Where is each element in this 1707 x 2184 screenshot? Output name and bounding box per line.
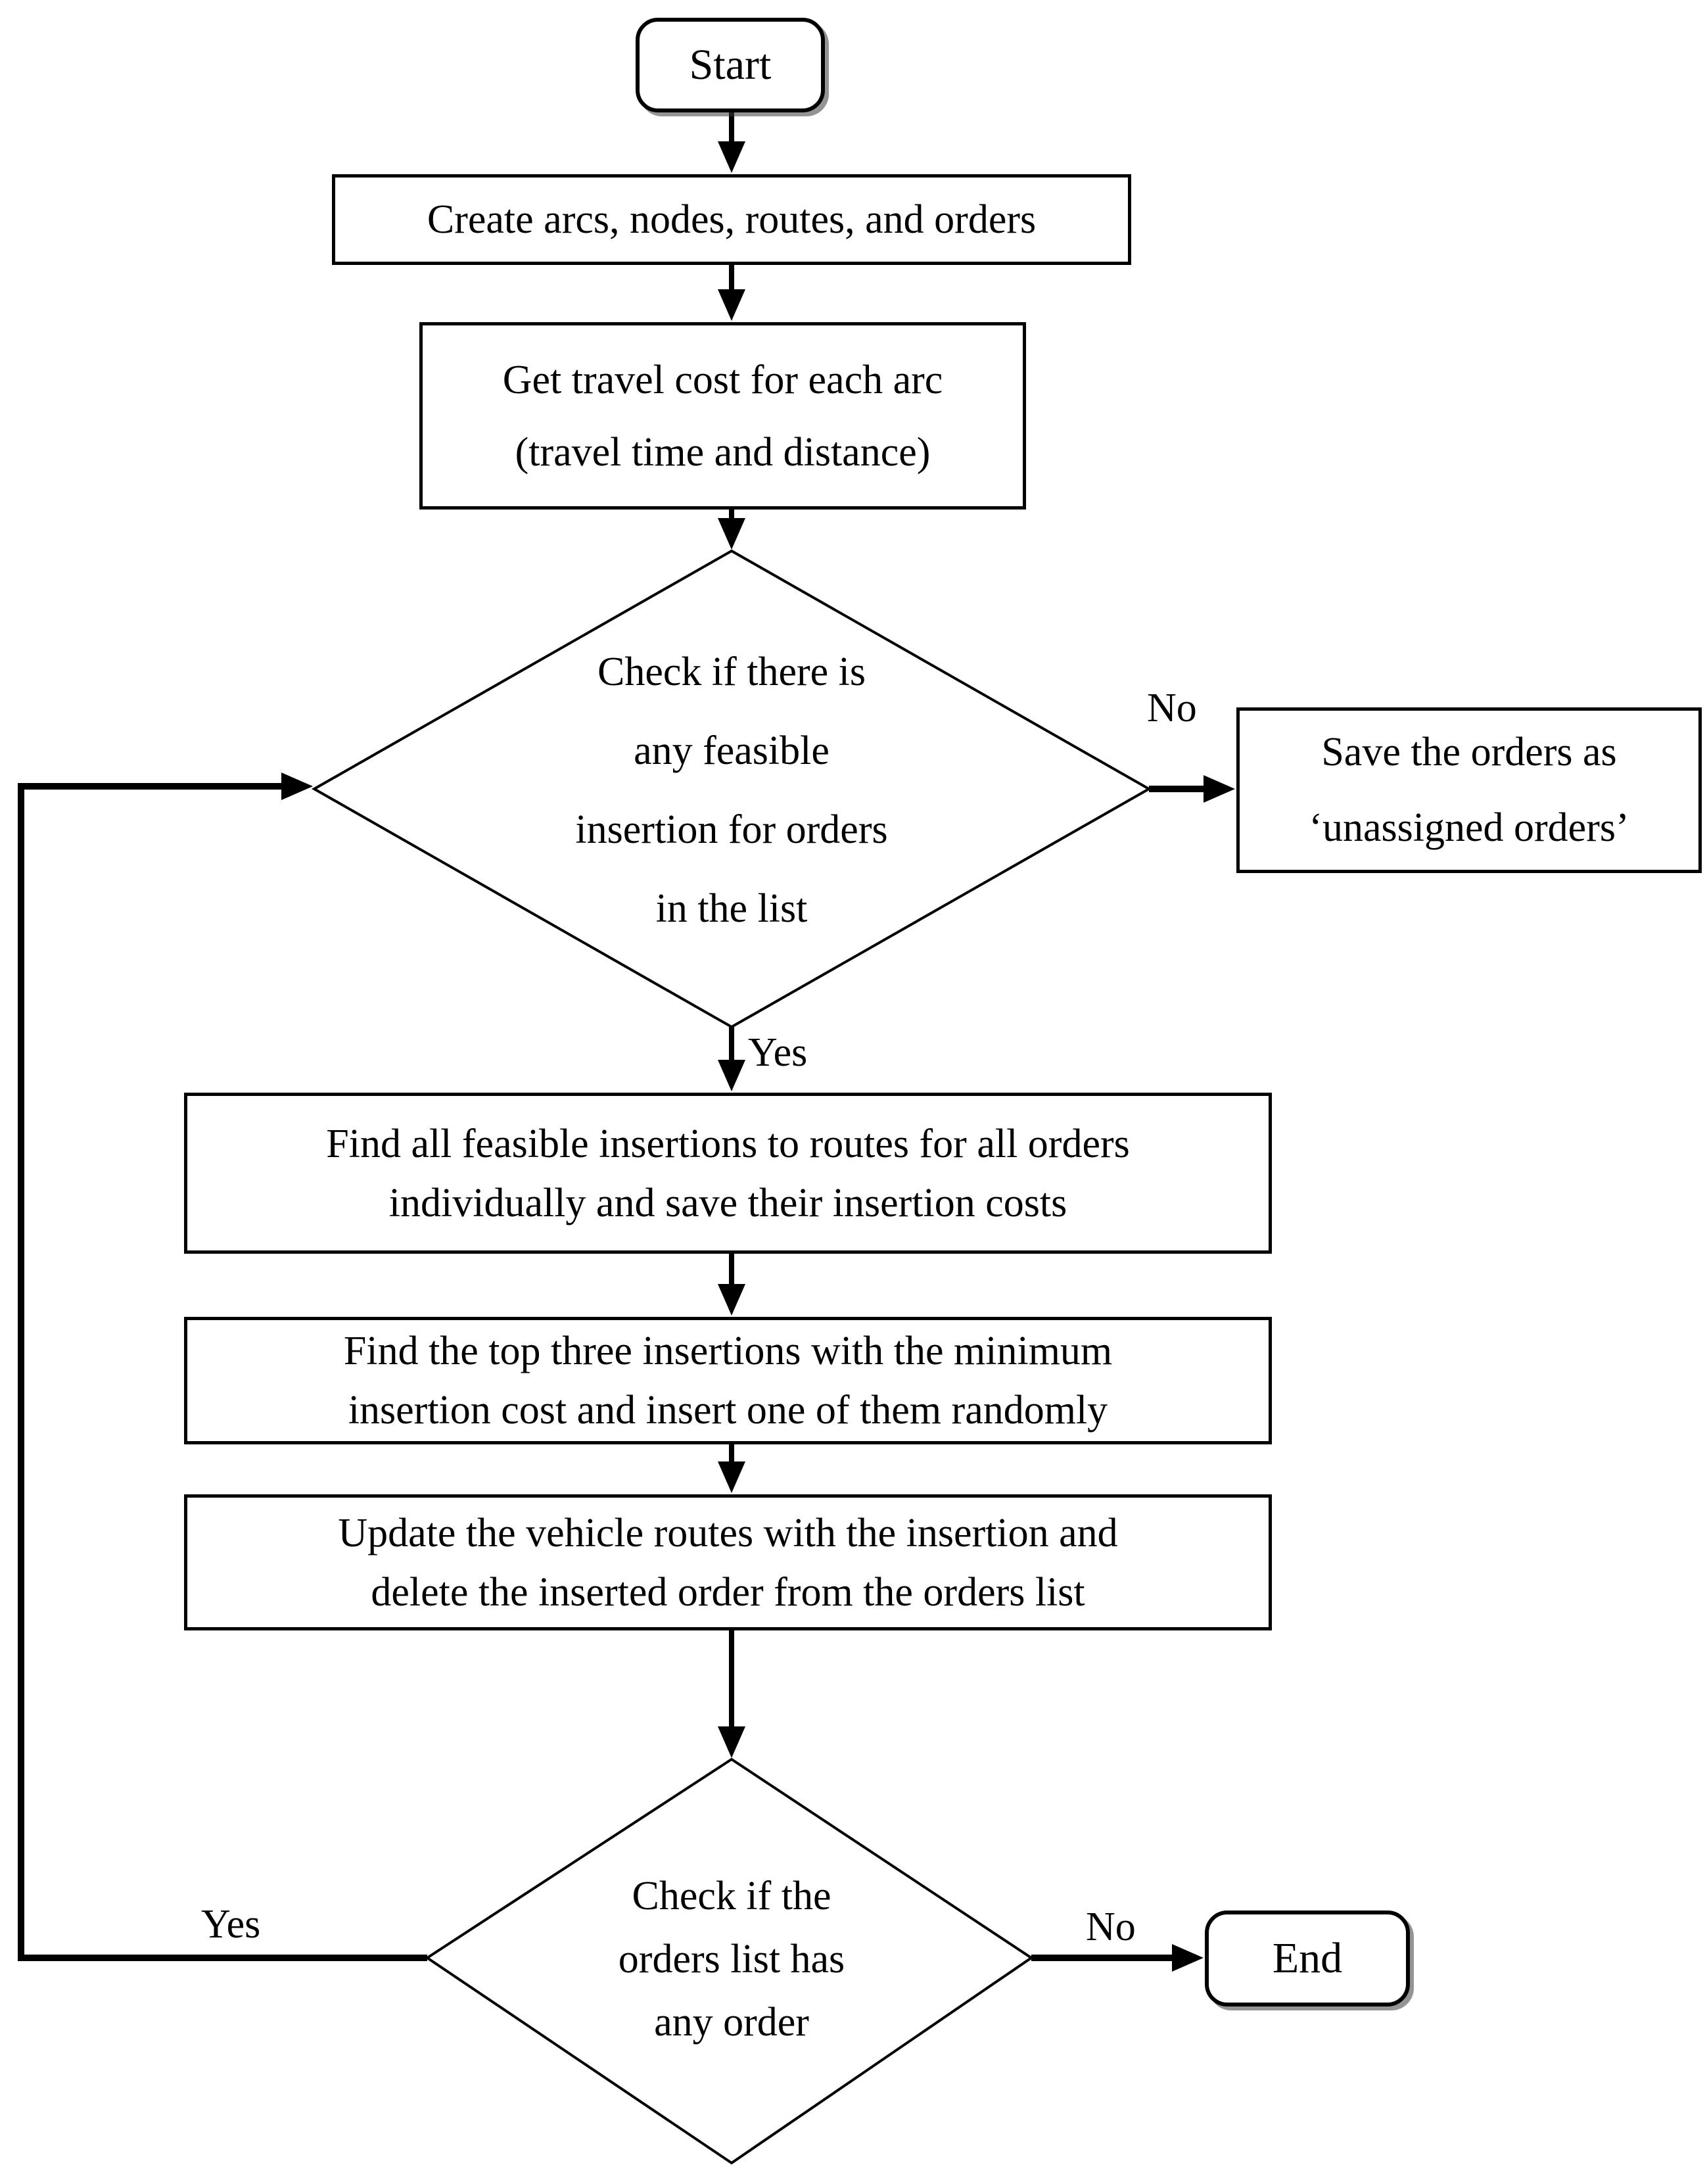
decision-orders-line2: orders list has [618,1937,845,1982]
decision-orders-remaining-shape [425,1757,1034,2165]
node-end: End [1205,1911,1410,2006]
label-orders-yes: Yes [201,1902,261,1947]
label-orders-no: No [1086,1905,1136,1949]
node-end-label: End [1272,1934,1343,1982]
decision-orders-line1: Check if the [632,1874,831,1918]
node-save-unassigned-line1: Save the orders as [1321,730,1617,774]
arrowhead-orders-yes-loop [281,772,313,800]
node-get-travel-cost-line2: (travel time and distance) [515,429,931,475]
node-save-unassigned-line2: ‘unassigned orders’ [1309,805,1629,850]
decision-orders-remaining-label: Check if the orders list has any order [502,1864,962,2054]
arrowhead-update-to-orders-check [718,1726,745,1758]
node-top-three-insertions: Find the top three insertions with the m… [184,1317,1272,1444]
arrowhead-feasible-yes-to-find [718,1060,745,1091]
arrowhead-travel-cost-to-feasible-check [718,518,745,550]
arrowhead-top-three-to-update [718,1461,745,1493]
arrow-orders-yes-loop [18,783,427,1961]
node-update-routes: Update the vehicle routes with the inser… [184,1494,1272,1630]
node-find-insertions-line1: Find all feasible insertions to routes f… [326,1121,1130,1166]
decision-feasible-line1: Check if there is [597,650,866,694]
arrowheads [281,141,1235,1972]
arrowhead-create-to-travel-cost [718,289,745,321]
node-update-routes-line1: Update the vehicle routes with the inser… [338,1510,1118,1555]
node-start-label: Start [689,41,772,89]
node-get-travel-cost-line1: Get travel cost for each arc [502,357,943,402]
node-find-insertions-line2: individually and save their insertion co… [388,1180,1067,1225]
node-top-three-line1: Find the top three insertions with the m… [343,1329,1113,1373]
node-top-three-line2: insertion cost and insert one of them ra… [348,1388,1108,1433]
decision-feasible-insertion-label: Check if there is any feasible insertion… [482,632,981,948]
arrowhead-feasible-no-to-save [1204,775,1235,803]
decision-feasible-line4: in the list [655,886,808,931]
node-create-arcs: Create arcs, nodes, routes, and orders [332,174,1131,265]
decision-orders-line3: any order [654,2000,809,2045]
arrowhead-start-to-create [718,141,745,173]
decision-feasible-line2: any feasible [634,728,830,773]
node-start: Start [636,18,825,112]
node-save-unassigned: Save the orders as ‘unassigned orders’ [1236,707,1702,873]
node-find-insertions: Find all feasible insertions to routes f… [184,1093,1272,1254]
arrowhead-orders-no-to-end [1172,1944,1204,1972]
arrowhead-find-to-top-three [718,1284,745,1316]
node-create-arcs-label: Create arcs, nodes, routes, and orders [427,197,1037,242]
node-update-routes-line2: delete the inserted order from the order… [371,1569,1085,1615]
decision-feasible-line3: insertion for orders [575,807,888,852]
label-feasible-no: No [1147,686,1197,730]
label-feasible-yes: Yes [748,1030,808,1075]
node-get-travel-cost: Get travel cost for each arc (travel tim… [419,322,1026,510]
